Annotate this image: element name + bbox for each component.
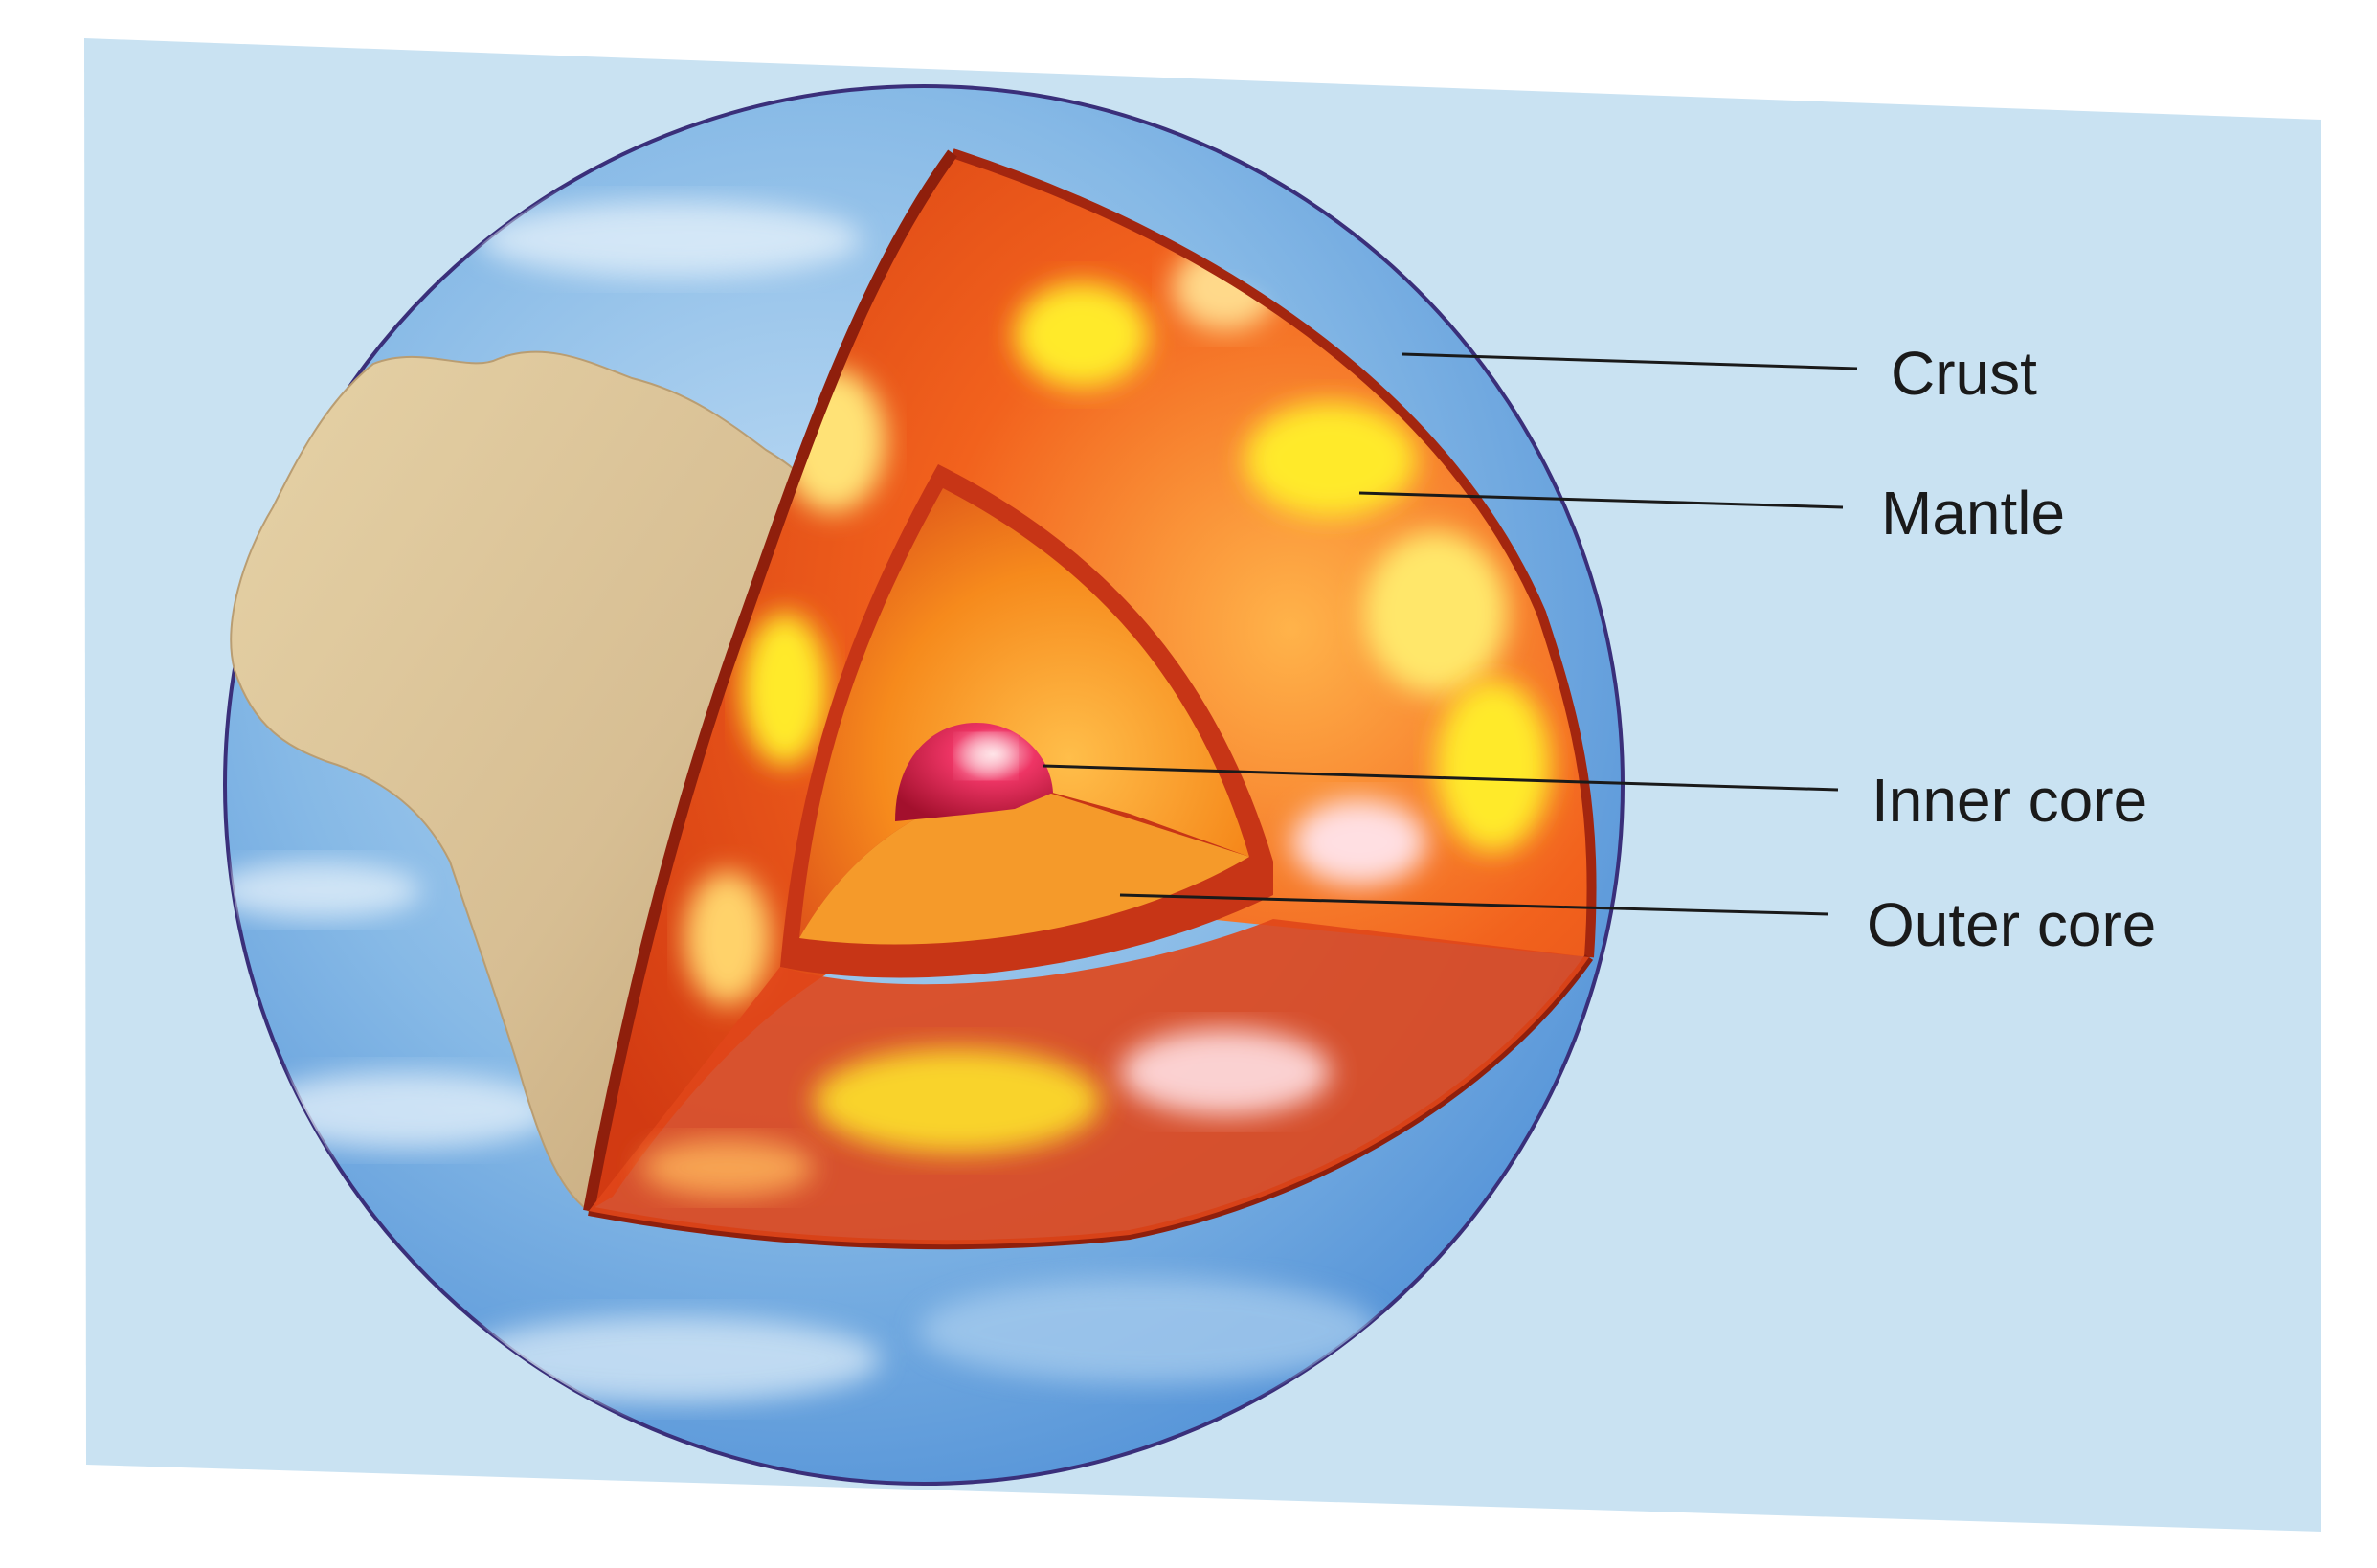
label-inner-core: Inner core <box>1872 766 2147 835</box>
inner-core-highlight <box>963 739 1009 773</box>
label-crust: Crust <box>1891 339 2037 408</box>
label-mantle: Mantle <box>1881 479 2065 548</box>
label-outer-core: Outer core <box>1867 890 2156 959</box>
